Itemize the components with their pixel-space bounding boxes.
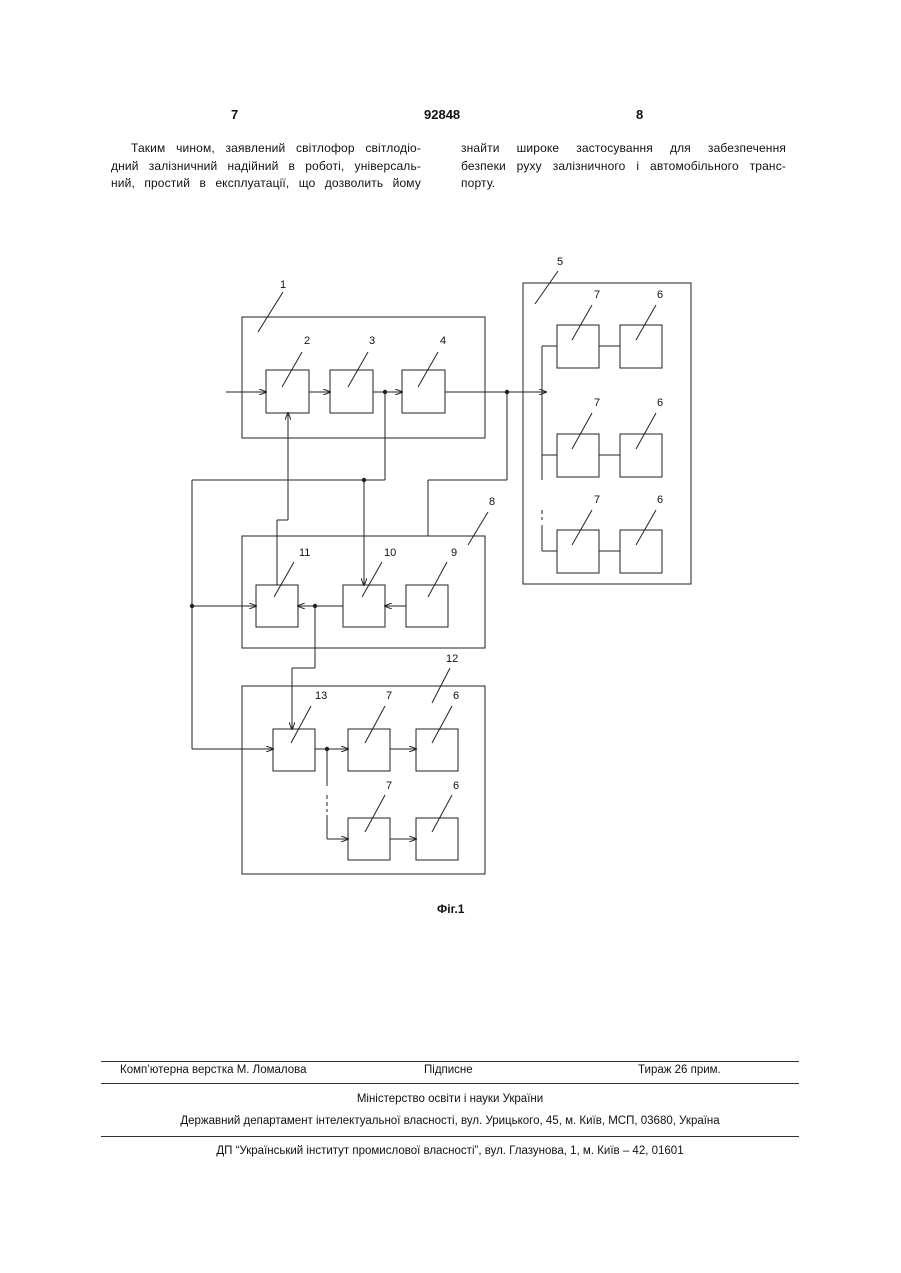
circulation-note: Тираж 26 прим. [638, 1064, 721, 1076]
institute-line: ДП “Український інститут промислової вла… [101, 1145, 799, 1157]
block-7-b [557, 434, 599, 477]
label-5: 5 [557, 256, 563, 268]
block-7-c [557, 530, 599, 573]
label-6d: 6 [453, 690, 459, 702]
label-6b: 6 [657, 397, 663, 409]
group-12 [242, 686, 485, 874]
label-7c: 7 [594, 494, 600, 506]
label-7d: 7 [386, 690, 392, 702]
label-7b: 7 [594, 397, 600, 409]
block-7-a [557, 325, 599, 368]
label-3: 3 [369, 335, 375, 347]
typesetting-credit: Комп’ютерна верстка М. Ломалова [120, 1064, 307, 1076]
label-4: 4 [440, 335, 446, 347]
label-13: 13 [315, 690, 327, 702]
label-12: 12 [446, 653, 458, 665]
block-13 [273, 729, 315, 771]
signed-note: Підписне [424, 1064, 473, 1076]
block-10 [343, 585, 385, 627]
ministry-line: Міністерство освіти і науки України [101, 1093, 799, 1105]
label-6c: 6 [657, 494, 663, 506]
block-6-d [416, 729, 458, 771]
label-6e: 6 [453, 780, 459, 792]
label-11: 11 [299, 547, 310, 559]
label-7e: 7 [386, 780, 392, 792]
label-10: 10 [384, 547, 396, 559]
department-line: Державний департамент інтелектуальної вл… [101, 1115, 799, 1127]
label-8: 8 [489, 496, 495, 508]
figure-caption: Фіг.1 [437, 902, 464, 916]
label-7a: 7 [594, 289, 600, 301]
block-6-e [416, 818, 458, 860]
label-6a: 6 [657, 289, 663, 301]
group-5 [523, 283, 691, 584]
block-9 [406, 585, 448, 627]
label-9: 9 [451, 547, 457, 559]
footer-rule-bottom [101, 1136, 799, 1137]
footer-rule-top [101, 1061, 799, 1062]
label-2: 2 [304, 335, 310, 347]
label-1: 1 [280, 279, 286, 291]
group-1 [242, 317, 485, 438]
footer-rule-middle [101, 1083, 799, 1084]
block-3 [330, 370, 373, 413]
